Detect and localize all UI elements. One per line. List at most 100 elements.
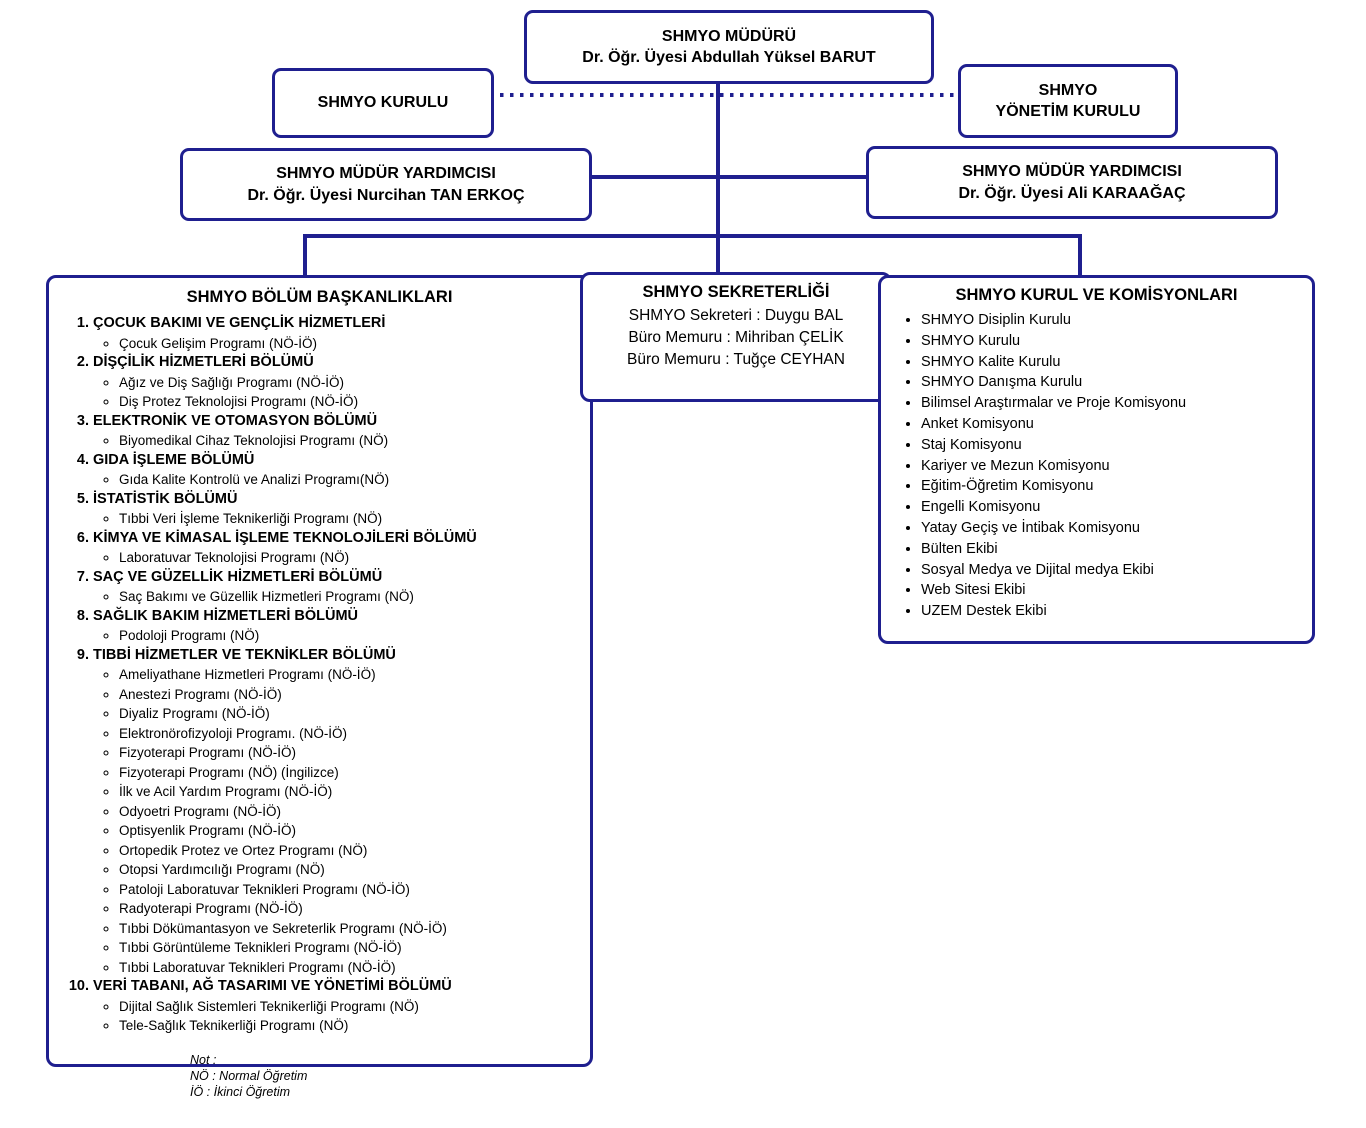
program-list: Biyomedikal Cihaz Teknolojisi Programı (… [93,431,578,451]
director-title: SHMYO MÜDÜRÜ [661,27,797,45]
department-item: KİMYA VE KİMASAL İŞLEME TEKNOLOJİLERİ BÖ… [93,529,578,568]
department-name: SAÇ VE GÜZELLİK HİZMETLERİ BÖLÜMÜ [93,568,383,585]
program-item: Tıbbi Laboratuvar Teknikleri Programı (N… [119,958,578,978]
program-item: Laboratuvar Teknolojisi Programı (NÖ) [119,548,578,568]
committee-item: Bilimsel Araştırmalar ve Proje Komisyonu [921,393,1300,414]
note-line: İÖ : İkinci Öğretim [190,1085,291,1099]
department-item: TIBBİ HİZMETLER VE TEKNİKLER BÖLÜMÜ Ameli… [93,646,578,978]
secretariat-panel: SHMYO SEKRETERLİĞİ SHMYO Sekreteri : Duy… [580,272,892,402]
program-item: Biyomedikal Cihaz Teknolojisi Programı (… [119,431,578,451]
program-item: Çocuk Gelişim Programı (NÖ-İÖ) [119,334,578,354]
department-name: SAĞLIK BAKIM HİZMETLERİ BÖLÜMÜ [93,607,359,624]
committee-item: Web Sitesi Ekibi [921,580,1300,601]
note-line: Not : [190,1053,217,1067]
deputy-right-title: SHMYO MÜDÜR YARDIMCISI [962,163,1182,181]
program-item: Elektronörofizyoloji Programı. (NÖ-İÖ) [119,724,578,744]
committee-item: Kariyer ve Mezun Komisyonu [921,456,1300,477]
committees-title: SHMYO KURUL VE KOMİSYONLARI [955,286,1238,304]
program-item: Anestezi Programı (NÖ-İÖ) [119,685,578,705]
department-name: VERİ TABANI, AĞ TASARIMI VE YÖNETİMİ BÖL… [93,978,452,994]
program-list: Çocuk Gelişim Programı (NÖ-İÖ) [93,334,578,354]
legend-note: Not : NÖ : Normal Öğretim İÖ : İkinci Öğ… [190,1052,307,1100]
program-list: Ameliyathane Hizmetleri Programı (NÖ-İÖ)… [93,665,578,977]
department-name: İSTATİSTİK BÖLÜMÜ [93,490,238,507]
program-list: Saç Bakımı ve Güzellik Hizmetleri Progra… [93,587,578,607]
program-item: Fizyoterapi Programı (NÖ) (İngilizce) [119,763,578,783]
departments-panel: SHMYO BÖLÜM BAŞKANLIKLARI ÇOCUK BAKIMI V… [46,275,593,1067]
committee-item: SHMYO Danışma Kurulu [921,372,1300,393]
department-item: İSTATİSTİK BÖLÜMÜ Tıbbi Veri İşleme Tekni… [93,490,578,529]
program-item: Tele-Sağlık Teknikerliği Programı (NÖ) [119,1016,578,1036]
deputy-director-left-box: SHMYO MÜDÜR YARDIMCISI Dr. Öğr. Üyesi Nu… [180,148,592,221]
program-item: Diş Protez Teknolojisi Programı (NÖ-İÖ) [119,392,578,412]
director-name: Dr. Öğr. Üyesi Abdullah Yüksel BARUT [582,49,876,66]
committee-item: SHMYO Kalite Kurulu [921,352,1300,373]
executive-board-line2: YÖNETİM KURULU [995,103,1141,120]
department-name: TIBBİ HİZMETLER VE TEKNİKLER BÖLÜMÜ [93,646,396,663]
note-line: NÖ : Normal Öğretim [190,1069,308,1083]
secretariat-line: Büro Memuru : Mihriban ÇELİK [628,329,844,346]
program-item: Ortopedik Protez ve Ortez Programı (NÖ) [119,841,578,861]
program-item: Optisyenlik Programı (NÖ-İÖ) [119,821,578,841]
program-item: İlk ve Acil Yardım Programı (NÖ-İÖ) [119,782,578,802]
program-item: Odyoetri Programı (NÖ-İÖ) [119,802,578,822]
program-item: Tıbbi Veri İşleme Teknikerliği Programı … [119,509,578,529]
program-item: Tıbbi Dökümantasyon ve Sekreterlik Progr… [119,919,578,939]
department-name: ÇOCUK BAKIMI VE GENÇLİK HİZMETLERİ [93,315,386,331]
department-item: DİŞÇİLİK HİZMETLERİ BÖLÜMÜ Ağız ve Diş Sa… [93,353,578,412]
department-list: ÇOCUK BAKIMI VE GENÇLİK HİZMETLERİ Çocuk … [61,314,578,1036]
deputy-director-right-box: SHMYO MÜDÜR YARDIMCISI Dr. Öğr. Üyesi Al… [866,146,1278,219]
department-item: VERİ TABANI, AĞ TASARIMI VE YÖNETİMİ BÖL… [93,977,578,1036]
department-name: DİŞÇİLİK HİZMETLERİ BÖLÜMÜ [93,354,314,370]
department-item: GIDA İŞLEME BÖLÜMÜ Gıda Kalite Kontrolü v… [93,451,578,490]
department-name: ELEKTRONİK VE OTOMASYON BÖLÜMÜ [93,412,378,429]
department-name: KİMYA VE KİMASAL İŞLEME TEKNOLOJİLERİ BÖ… [93,529,477,546]
committee-item: Anket Komisyonu [921,414,1300,435]
secretariat-line: SHMYO Sekreteri : Duygu BAL [628,307,844,324]
committee-item: SHMYO Disiplin Kurulu [921,310,1300,331]
committee-item: Engelli Komisyonu [921,497,1300,518]
department-item: ÇOCUK BAKIMI VE GENÇLİK HİZMETLERİ Çocuk … [93,314,578,353]
program-list: Dijital Sağlık Sistemleri Teknikerliği P… [93,997,578,1036]
board-box: SHMYO KURULU [272,68,494,138]
departments-title: SHMYO BÖLÜM BAŞKANLIKLARI [186,288,453,306]
program-item: Otopsi Yardımcılığı Programı (NÖ) [119,860,578,880]
program-item: Saç Bakımı ve Güzellik Hizmetleri Progra… [119,587,578,607]
committees-panel: SHMYO KURUL VE KOMİSYONLARI SHMYO Disipl… [878,275,1315,644]
secretariat-line: Büro Memuru : Tuğçe CEYHAN [627,351,845,368]
committee-item: Staj Komisyonu [921,435,1300,456]
executive-board-line1: SHMYO [1038,81,1098,99]
program-item: Radyoterapi Programı (NÖ-İÖ) [119,899,578,919]
program-list: Podoloji Programı (NÖ) [93,626,578,646]
executive-board-box: SHMYO YÖNETİM KURULU [958,64,1178,138]
deputy-left-title: SHMYO MÜDÜR YARDIMCISI [276,165,496,183]
committee-list: SHMYO Disiplin KuruluSHMYO KuruluSHMYO K… [893,310,1300,622]
program-item: Diyaliz Programı (NÖ-İÖ) [119,704,578,724]
committee-item: UZEM Destek Ekibi [921,601,1300,622]
program-item: Fizyoterapi Programı (NÖ-İÖ) [119,743,578,763]
department-item: SAÇ VE GÜZELLİK HİZMETLERİ BÖLÜMÜ Saç Bak… [93,568,578,607]
board-label: SHMYO KURULU [317,94,449,112]
program-item: Tıbbi Görüntüleme Teknikleri Programı (N… [119,938,578,958]
committee-item: Eğitim-Öğretim Komisyonu [921,476,1300,497]
program-item: Podoloji Programı (NÖ) [119,626,578,646]
program-list: Tıbbi Veri İşleme Teknikerliği Programı … [93,509,578,529]
committee-item: Sosyal Medya ve Dijital medya Ekibi [921,560,1300,581]
program-list: Gıda Kalite Kontrolü ve Analizi Programı… [93,470,578,490]
program-item: Ağız ve Diş Sağlığı Programı (NÖ-İÖ) [119,373,578,393]
committee-item: SHMYO Kurulu [921,331,1300,352]
committee-item: Yatay Geçiş ve İntibak Komisyonu [921,518,1300,539]
program-item: Gıda Kalite Kontrolü ve Analizi Programı… [119,470,578,490]
secretariat-title: SHMYO SEKRETERLİĞİ [642,283,830,301]
program-item: Dijital Sağlık Sistemleri Teknikerliği P… [119,997,578,1017]
program-item: Patoloji Laboratuvar Teknikleri Programı… [119,880,578,900]
program-list: Laboratuvar Teknolojisi Programı (NÖ) [93,548,578,568]
deputy-right-name: Dr. Öğr. Üyesi Ali KARAAĞAÇ [958,184,1186,202]
department-name: GIDA İŞLEME BÖLÜMÜ [93,451,255,468]
committee-item: Bülten Ekibi [921,539,1300,560]
department-item: ELEKTRONİK VE OTOMASYON BÖLÜMÜ Biyomedika… [93,412,578,451]
director-box: SHMYO MÜDÜRÜ Dr. Öğr. Üyesi Abdullah Yük… [524,10,934,84]
program-list: Ağız ve Diş Sağlığı Programı (NÖ-İÖ)Diş … [93,373,578,412]
program-item: Ameliyathane Hizmetleri Programı (NÖ-İÖ) [119,665,578,685]
